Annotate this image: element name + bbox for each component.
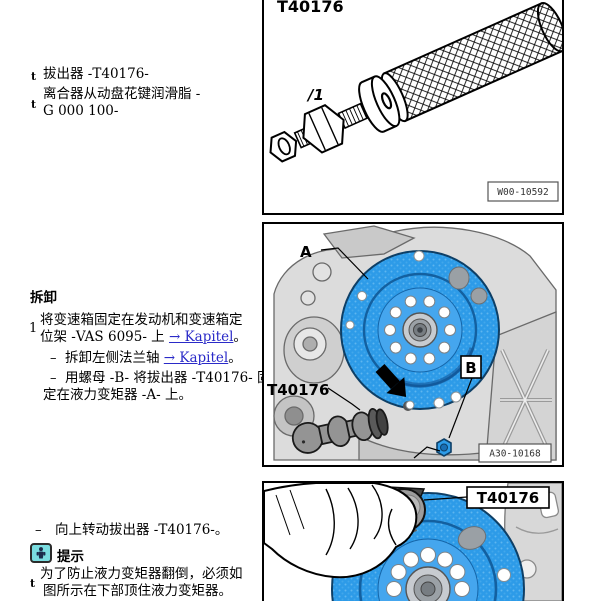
figure-rotate-puller: T40176 (262, 481, 564, 601)
step3-line2: 定在液力变矩器 -A- 上。 (43, 387, 192, 403)
plate-cutout (448, 266, 470, 290)
washer-disc (358, 75, 401, 133)
fig1-ref-code: W00-10592 (497, 187, 548, 198)
fig2-tool-label: T40176 (267, 381, 329, 399)
fig2-label-b: B (465, 359, 476, 377)
step2-line: 拆卸左侧法兰轴 → Kapitel。 (65, 350, 242, 367)
info-icon (30, 543, 52, 563)
fig2-label-b-box: B (448, 355, 482, 439)
fig1-ref-box: W00-10592 (487, 181, 559, 202)
fig2-label-a: A (300, 243, 312, 261)
fig1-tool-number-label: T40176 (277, 0, 344, 16)
gloved-hand (264, 483, 418, 579)
section-heading-removal: 拆卸 (30, 290, 57, 306)
fig1-part-label: /1 (306, 86, 324, 104)
step1-line2-text: 位架 -VAS 6095- 上 (40, 329, 169, 345)
info-icon-head (39, 547, 43, 552)
hub-bolt-circle (386, 547, 470, 597)
fig2-ref-box: A30-10168 (478, 443, 552, 463)
step3-dash: – (50, 371, 57, 386)
step1-marker: 1 (29, 321, 38, 336)
tool-item-bullet: t (31, 98, 37, 111)
label-a-leader (320, 247, 369, 280)
converter-hub (405, 566, 451, 601)
glove-cuff-lines (275, 489, 305, 536)
tool-item-grease-line2: G 000 100- (43, 103, 119, 119)
figure-converter-secured: A T40176 B A30-10168 (262, 222, 564, 467)
housing-ribs (485, 311, 557, 461)
note-bullet: t (30, 577, 36, 590)
direction-arrow (375, 363, 407, 397)
knurled-handle (380, 2, 562, 123)
label-b-leader (448, 377, 473, 439)
hub-bolt-circle (384, 295, 456, 365)
plate-cutout (457, 526, 487, 550)
fig3-label-box: T40176 (423, 486, 550, 509)
large-hex-nut (302, 104, 345, 154)
puller-tool-drawing (269, 2, 562, 163)
note-title: 提示 (57, 549, 84, 565)
nut-leader-line (413, 446, 441, 459)
plate-rim-holes (345, 250, 462, 409)
step1-line2-period: 。 (233, 329, 247, 345)
plate-rim-hole (497, 568, 511, 582)
arrow-target-hole (405, 400, 415, 410)
glove-finger-lines (325, 484, 397, 556)
step3-line1: 用螺母 -B- 将拔出器 -T40176- 固 (65, 370, 271, 386)
info-icon-arm-right (43, 551, 46, 556)
fig3-label-leader (423, 496, 468, 501)
note-line1: 为了防止液力变矩器翻倒，必须如 (40, 566, 243, 582)
tool-leader-line (327, 387, 361, 411)
tool-item-bullet: t (31, 70, 37, 83)
small-nut (269, 130, 298, 163)
step4-text: 向上转动拔出器 -T40176-。 (55, 522, 229, 538)
tool-item-grease-line1: 离合器从动盘花键润滑脂 - (43, 86, 201, 102)
step1-line1: 将变速箱固定在发动机和变速箱定 (40, 312, 243, 328)
step2-dash: – (50, 351, 57, 366)
plate-cutout (470, 287, 488, 305)
figure-puller-tool: T40176 /1 W00-10592 (262, 0, 564, 215)
step2-period: 。 (228, 350, 242, 366)
puller-tool (291, 407, 389, 454)
info-icon-body (38, 551, 44, 559)
step1-line2: 位架 -VAS 6095- 上 → Kapitel。 (40, 329, 247, 346)
fig2-ref-code: A30-10168 (489, 449, 541, 460)
step4-dash: – (35, 523, 42, 538)
note-line2: 图所示在下部顶住液力变矩器。 (43, 583, 232, 599)
kapitel-link-2[interactable]: → Kapitel (163, 350, 229, 366)
kapitel-link-1[interactable]: → Kapitel (168, 329, 234, 345)
step2-text: 拆卸左侧法兰轴 (65, 350, 164, 366)
tool-item-puller: 拔出器 -T40176- (43, 66, 149, 82)
fig3-tool-label: T40176 (477, 489, 539, 507)
nut-b-center (440, 443, 448, 452)
converter-hub (402, 312, 438, 348)
info-icon-arm-left (36, 551, 39, 556)
